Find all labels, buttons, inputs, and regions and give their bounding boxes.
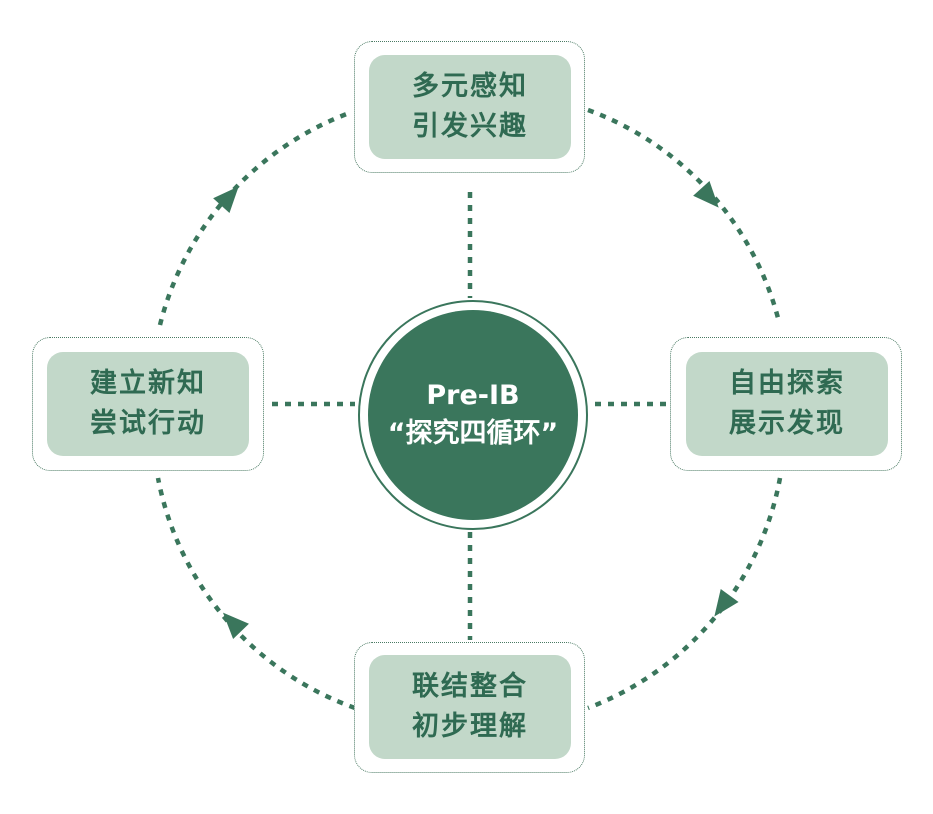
node-left: 建立新知 尝试行动 (47, 352, 249, 456)
arrowhead-bottom-right (714, 589, 739, 617)
arrowhead-top-right (693, 180, 719, 208)
arc-left-to-top (157, 109, 353, 326)
node-bottom-line1: 联结整合 (412, 671, 528, 702)
node-top-line2: 引发兴趣 (412, 111, 528, 142)
node-bottom: 联结整合 初步理解 (369, 655, 571, 759)
node-left-line2: 尝试行动 (90, 408, 206, 439)
node-top-line1: 多元感知 (412, 71, 528, 102)
arrowhead-top-left (213, 186, 239, 214)
node-right-line1: 自由探索 (729, 368, 845, 399)
arc-right-to-bottom (587, 477, 783, 711)
arc-top-to-right (587, 107, 781, 319)
node-bottom-line2: 初步理解 (412, 711, 528, 742)
center-circle: Pre-IB “探究四循环” (368, 310, 578, 520)
node-top: 多元感知 引发兴趣 (369, 55, 571, 159)
center-title: Pre-IB (426, 380, 520, 411)
center-subtitle: “探究四循环” (387, 418, 559, 449)
node-right-line2: 展示发现 (729, 408, 845, 439)
arc-bottom-to-left (155, 477, 356, 711)
arrowhead-bottom-left (222, 612, 249, 639)
node-left-line1: 建立新知 (90, 368, 206, 399)
node-right: 自由探索 展示发现 (686, 352, 888, 456)
